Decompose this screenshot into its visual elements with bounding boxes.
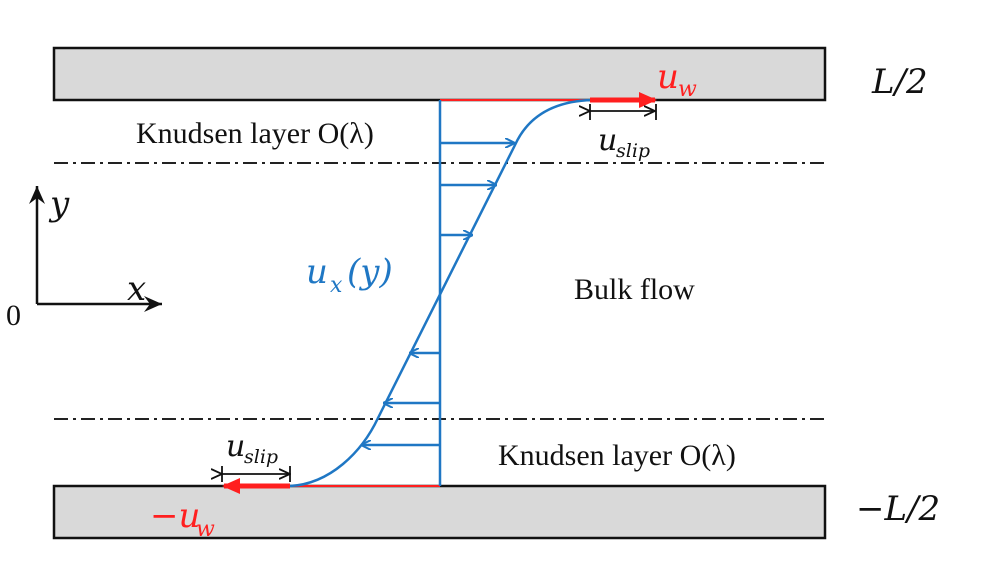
slip-indicator-bottom — [222, 466, 290, 482]
y-axis-label: y — [48, 184, 70, 224]
svg-text:u: u — [598, 123, 617, 158]
top-wall — [52, 46, 827, 102]
svg-text:w: w — [196, 517, 215, 542]
svg-text:(y): (y) — [347, 252, 393, 292]
x-axis-label: x — [127, 269, 146, 309]
bulk-flow-label: Bulk flow — [574, 273, 695, 306]
slip-velocity-top-label: u slip — [598, 123, 650, 162]
knudsen-layer-top-label: Knudsen layer O(λ) — [136, 117, 374, 150]
origin-label: 0 — [6, 299, 21, 332]
svg-text:−u: −u — [150, 496, 200, 536]
svg-text:u: u — [657, 57, 679, 97]
bottom-wall-velocity-label: −u w — [150, 496, 215, 542]
svg-text:slip: slip — [244, 446, 278, 468]
velocity-profile-curve — [289, 98, 593, 488]
bottom-wall-coordinate: −L/2 — [856, 489, 940, 529]
svg-text:x: x — [330, 273, 343, 298]
slip-indicator-top — [590, 104, 657, 120]
bottom-wall — [52, 484, 827, 540]
svg-text:u: u — [226, 429, 245, 464]
velocity-profile-label: u x (y) — [306, 252, 393, 298]
svg-text:u: u — [306, 252, 328, 292]
knudsen-layer-bottom-label: Knudsen layer O(λ) — [498, 439, 736, 472]
top-wall-velocity-label: u w — [657, 57, 697, 102]
svg-text:w: w — [678, 77, 697, 102]
slip-velocity-bottom-label: u slip — [226, 429, 278, 468]
top-wall-coordinate: L/2 — [871, 62, 928, 102]
svg-text:slip: slip — [616, 140, 650, 162]
